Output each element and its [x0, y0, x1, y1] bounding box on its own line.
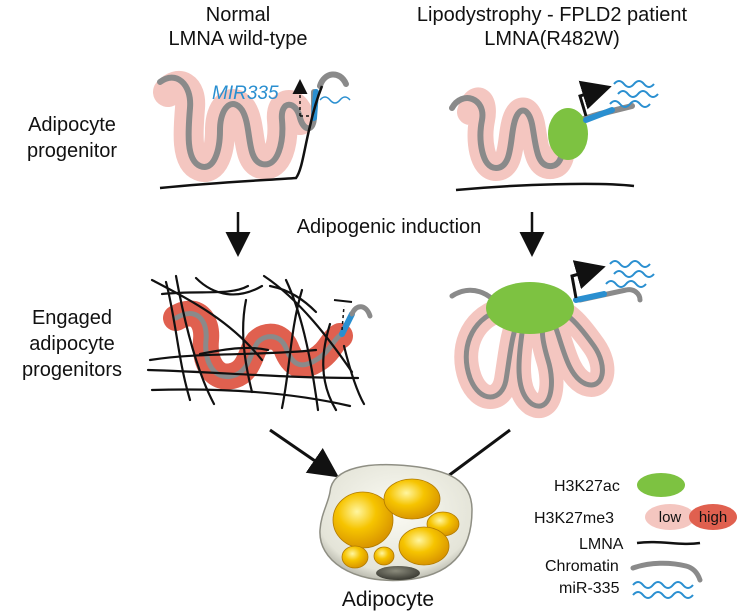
- induction-label: Adipogenic induction: [297, 216, 482, 238]
- mir335-gene-segment: [339, 311, 355, 337]
- lmna-filament-meshwork: [146, 274, 366, 412]
- h3k27ac-mark: [548, 108, 588, 160]
- engaged-normal-panel: [146, 274, 373, 412]
- mir335-gene-segment: [573, 291, 607, 303]
- blocked-dashed-line: [341, 305, 345, 331]
- legend-mir335-label: miR-335: [559, 580, 620, 597]
- lmna-lamina: [159, 85, 324, 190]
- blocked-bar: [333, 299, 353, 303]
- lipid-droplets: [332, 478, 460, 569]
- mir335-gene-label: MIR335: [212, 83, 279, 104]
- legend-lmna-swatch: [636, 540, 701, 546]
- row1-label-line1: Adipocyte: [28, 114, 116, 136]
- adipocyte-cell: [319, 463, 473, 582]
- engaged-patient-panel: [449, 260, 655, 418]
- nucleus: [376, 566, 420, 580]
- legend-high-label: high: [699, 509, 727, 526]
- chromatin-fiber: [173, 311, 345, 379]
- right-column-title-line2: LMNA(R482W): [484, 28, 620, 50]
- legend-lmna-label: LMNA: [579, 536, 624, 553]
- legend-high-swatch: [689, 504, 737, 530]
- legend-h3k27ac-swatch: [637, 473, 685, 497]
- active-transcription-arrow: [570, 260, 606, 299]
- inhibition-line: [439, 428, 511, 484]
- row2-label-line3: progenitors: [22, 359, 122, 381]
- legend-low-swatch: [645, 504, 695, 530]
- mir335-transcripts: [609, 80, 659, 108]
- row1-label-line2: progenitor: [27, 140, 117, 162]
- h3k27ac-mark: [486, 282, 574, 334]
- right-column-title-line1: Lipodystrophy - FPLD2 patient: [417, 4, 688, 26]
- mir335-transcripts: [605, 260, 655, 288]
- legend-low-label: low: [659, 509, 682, 526]
- patient-progenitor-panel: [449, 80, 659, 192]
- legend-chromatin-label: Chromatin: [545, 558, 619, 575]
- legend-h3k27ac-label: H3K27ac: [554, 478, 620, 495]
- chromatin-end: [349, 304, 373, 319]
- adipocyte-label: Adipocyte: [342, 588, 434, 611]
- left-column-title-line2: LMNA wild-type: [169, 28, 308, 50]
- row2-label-line1: Engaged: [32, 307, 112, 329]
- chromatin-end: [317, 71, 349, 89]
- active-transcription-arrow: [578, 80, 612, 117]
- normal-progenitor-panel: MIR335: [153, 71, 351, 190]
- left-column-title-line1: Normal: [206, 4, 270, 26]
- legend-chromatin-swatch: [630, 560, 703, 583]
- mir335-gene-segment: [583, 107, 615, 123]
- legend-mir335-swatch: [632, 581, 694, 599]
- row2-label-line2: adipocyte: [29, 333, 115, 355]
- differentiation-arrow: [269, 428, 339, 478]
- legend-h3k27me3-label: H3K27me3: [534, 510, 614, 527]
- chromatin-fiber: [157, 74, 317, 170]
- legend: H3K27ac H3K27me3 low high LMNA Chromatin…: [534, 473, 737, 599]
- lmna-lamina: [455, 182, 635, 192]
- mir335-transcript-faint: [319, 96, 351, 104]
